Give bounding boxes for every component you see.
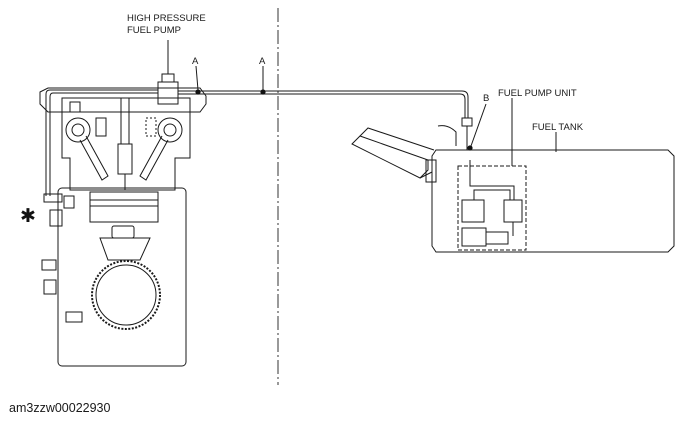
hp-pump-label-line2: FUEL PUMP [127, 25, 181, 36]
point-a1-label: A [192, 56, 199, 67]
point-b-label: B [483, 93, 489, 104]
fuel-pump-unit-label: FUEL PUMP UNIT [498, 88, 577, 99]
point-b-dot [467, 145, 473, 151]
fuel-tank [351, 125, 675, 253]
point-a1-dot [195, 89, 201, 95]
point-a2-dot [260, 89, 266, 95]
hp-pump-label-line1: HIGH PRESSURE [127, 13, 206, 24]
fuel-pump-unit [457, 160, 527, 251]
engine-assembly [39, 87, 207, 367]
high-pressure-pump [157, 73, 179, 105]
asterisk-marker: ✱ [20, 205, 36, 227]
figure-id-caption: am3zzw00022930 [9, 401, 111, 415]
b-leader [470, 103, 487, 147]
point-a2-label: A [259, 56, 266, 67]
fuel-lines [45, 89, 473, 196]
a1-leader [195, 65, 199, 91]
fuel-tank-label: FUEL TANK [532, 122, 584, 133]
